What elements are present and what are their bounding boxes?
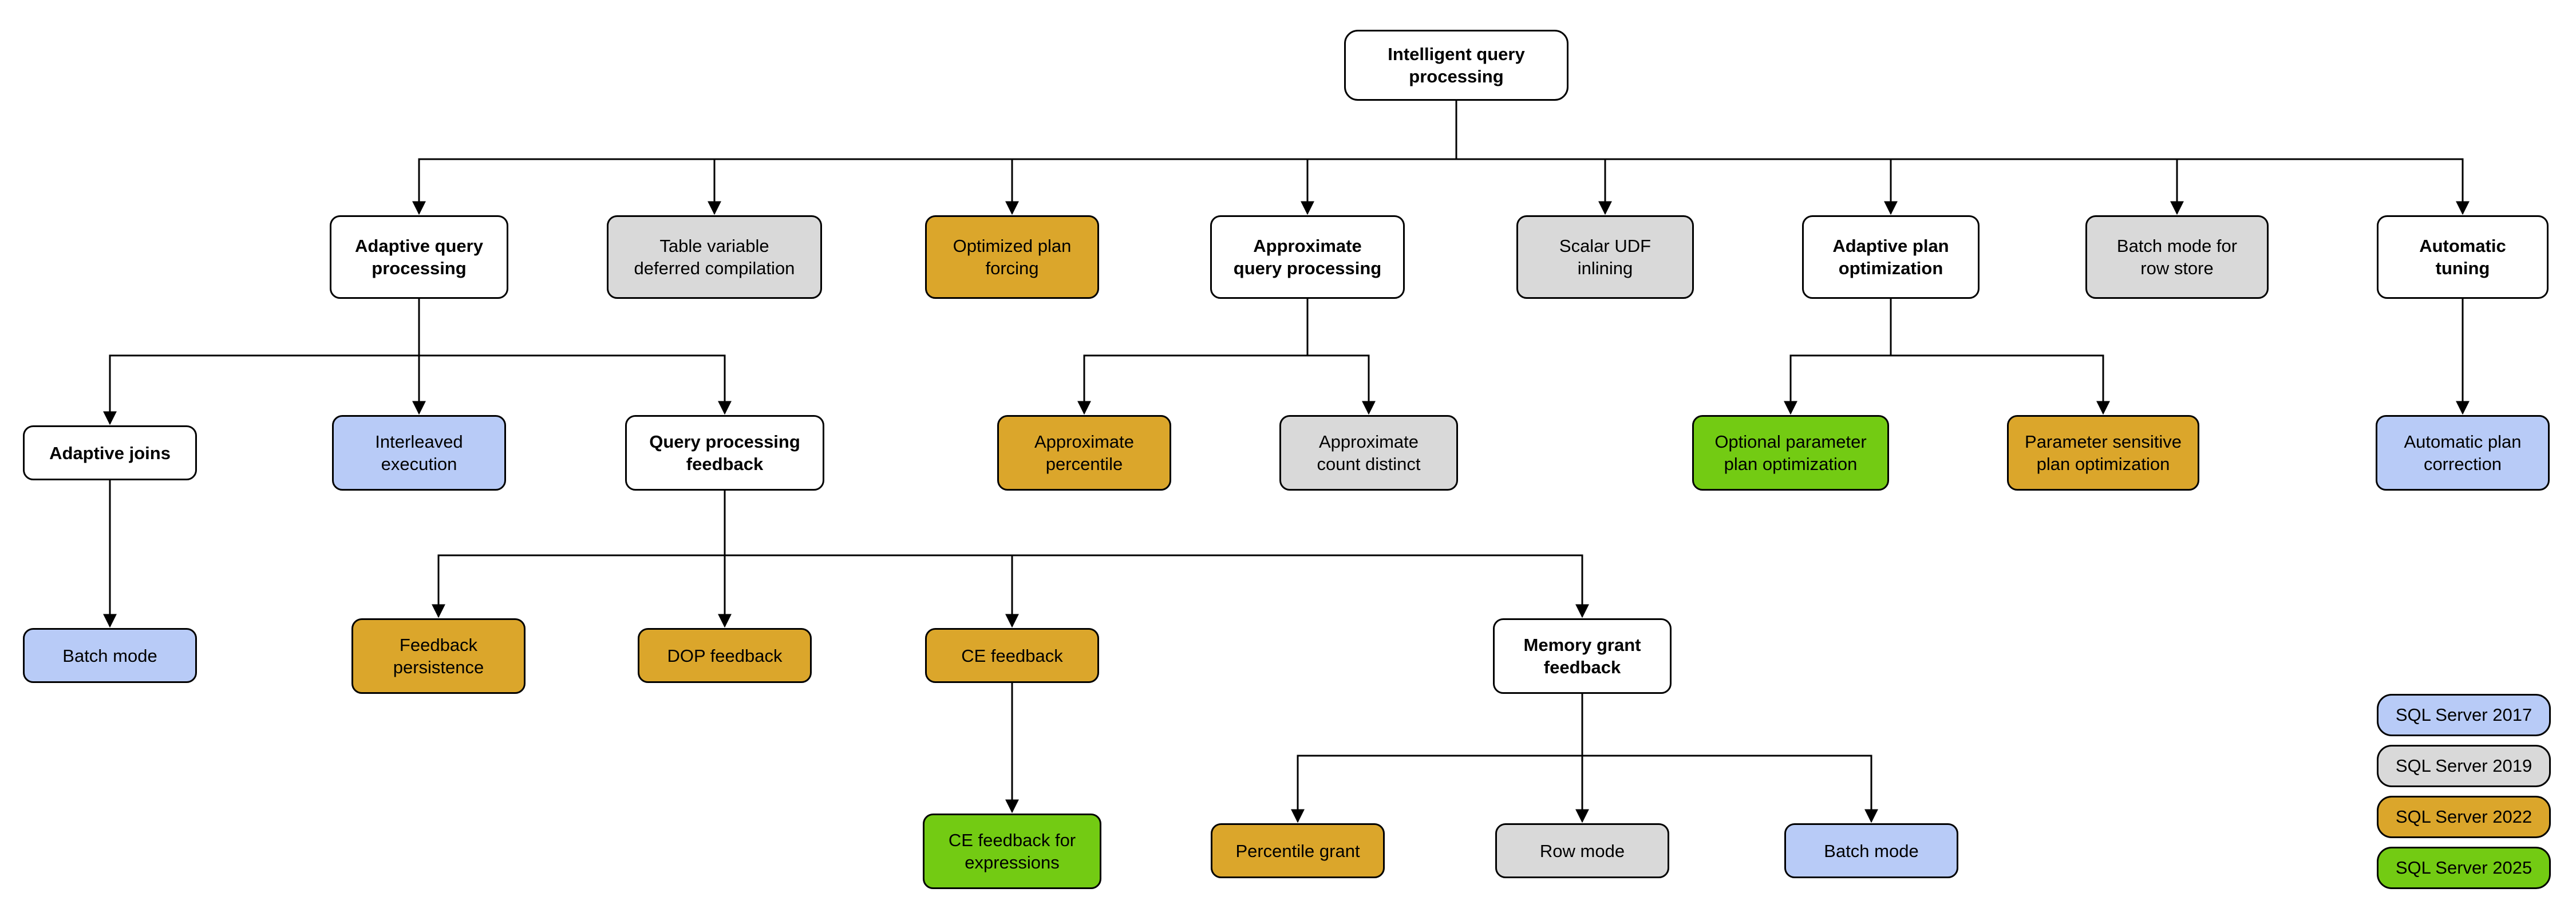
node-label: Approximate count distinct — [1317, 432, 1421, 474]
node-adaptive-query-processing: Adaptive query processing — [330, 215, 508, 299]
legend-label: SQL Server 2019 — [2395, 756, 2532, 776]
node-feedback-persistence: Feedback persistence — [351, 618, 526, 694]
edge-intelligent-query-processing-to-adaptive-query-processing — [412, 101, 1457, 215]
node-label: Optimized plan forcing — [953, 236, 1072, 278]
edge-intelligent-query-processing-to-automatic-tuning — [1455, 101, 2470, 215]
edge-approximate-query-processing-to-approximate-percentile — [1077, 299, 1309, 415]
node-label: Automatic tuning — [2419, 236, 2506, 278]
node-automatic-tuning: Automatic tuning — [2377, 215, 2549, 299]
node-label: Approximate percentile — [1034, 432, 1135, 474]
node-label: Batch mode for row store — [2116, 236, 2238, 278]
node-label: Row mode — [1539, 840, 1625, 861]
node-label: Batch mode — [1824, 840, 1919, 861]
node-label: Adaptive joins — [49, 443, 171, 463]
node-batch-mode-memory-grant: Batch mode — [1784, 823, 1958, 878]
node-label: Intelligent query processing — [1388, 44, 1525, 86]
edge-adaptive-query-processing-to-adaptive-joins — [103, 299, 420, 425]
edge-adaptive-plan-optimization-to-optional-parameter-plan-optimization — [1784, 299, 1892, 415]
node-label: Adaptive plan optimization — [1832, 236, 1949, 278]
edge-intelligent-query-processing-to-scalar-udf-inlining — [1455, 101, 1612, 215]
edge-intelligent-query-processing-to-approximate-query-processing — [1301, 101, 1457, 215]
node-percentile-grant: Percentile grant — [1211, 823, 1385, 878]
edge-adaptive-plan-optimization-to-parameter-sensitive-plan-optimization — [1890, 299, 2110, 415]
edge-intelligent-query-processing-to-batch-mode-for-row-store — [1455, 101, 2184, 215]
node-label: Parameter sensitive plan optimization — [2025, 432, 2182, 474]
node-label: DOP feedback — [667, 645, 783, 666]
legend-label: SQL Server 2022 — [2395, 807, 2532, 827]
legend-item-sql-server-2019: SQL Server 2019 — [2377, 745, 2551, 787]
edge-memory-grant-feedback-to-batch-mode-memory-grant — [1581, 694, 1878, 823]
node-approximate-query-processing: Approximate query processing — [1210, 215, 1405, 299]
node-batch-mode-adaptive-joins: Batch mode — [23, 628, 197, 683]
node-approximate-count-distinct: Approximate count distinct — [1279, 415, 1458, 491]
node-scalar-udf-inlining: Scalar UDF inlining — [1516, 215, 1694, 299]
edge-intelligent-query-processing-to-adaptive-plan-optimization — [1455, 101, 1898, 215]
edge-approximate-query-processing-to-approximate-count-distinct — [1306, 299, 1376, 415]
node-label: Adaptive query processing — [355, 236, 483, 278]
edge-intelligent-query-processing-to-optimized-plan-forcing — [1005, 101, 1457, 215]
edge-query-processing-feedback-to-feedback-persistence — [432, 491, 726, 618]
edge-adaptive-query-processing-to-query-processing-feedback — [418, 299, 732, 415]
node-table-variable-deferred-compilation: Table variable deferred compilation — [607, 215, 822, 299]
edge-intelligent-query-processing-to-table-variable-deferred-compilation — [708, 101, 1457, 215]
node-approximate-percentile: Approximate percentile — [997, 415, 1171, 491]
node-parameter-sensitive-plan-optimization: Parameter sensitive plan optimization — [2007, 415, 2199, 491]
node-intelligent-query-processing: Intelligent query processing — [1344, 30, 1568, 101]
node-label: Interleaved execution — [375, 432, 463, 474]
node-label: Scalar UDF inlining — [1559, 236, 1652, 278]
node-ce-feedback: CE feedback — [925, 628, 1099, 683]
node-optional-parameter-plan-optimization: Optional parameter plan optimization — [1692, 415, 1889, 491]
node-adaptive-plan-optimization: Adaptive plan optimization — [1802, 215, 1980, 299]
legend-label: SQL Server 2017 — [2395, 705, 2532, 725]
legend-item-sql-server-2022: SQL Server 2022 — [2377, 796, 2551, 838]
node-label: Query processing feedback — [649, 432, 800, 474]
node-label: CE feedback — [961, 645, 1063, 666]
node-label: Automatic plan correction — [2404, 432, 2522, 474]
node-label: Memory grant feedback — [1523, 635, 1641, 677]
node-label: Batch mode — [62, 645, 157, 666]
node-label: CE feedback for expressions — [948, 830, 1076, 872]
node-dop-feedback: DOP feedback — [638, 628, 812, 683]
node-label: Feedback persistence — [393, 635, 484, 677]
node-optimized-plan-forcing: Optimized plan forcing — [925, 215, 1099, 299]
legend-item-sql-server-2025: SQL Server 2025 — [2377, 847, 2551, 889]
legend-item-sql-server-2017: SQL Server 2017 — [2377, 694, 2551, 736]
node-automatic-plan-correction: Automatic plan correction — [2376, 415, 2550, 491]
legend-label: SQL Server 2025 — [2395, 858, 2532, 878]
node-query-processing-feedback: Query processing feedback — [625, 415, 824, 491]
edge-query-processing-feedback-to-memory-grant-feedback — [724, 491, 1589, 618]
node-memory-grant-feedback: Memory grant feedback — [1493, 618, 1672, 694]
node-batch-mode-for-row-store: Batch mode for row store — [2085, 215, 2269, 299]
node-interleaved-execution: Interleaved execution — [332, 415, 506, 491]
node-label: Percentile grant — [1235, 840, 1360, 861]
node-label: Optional parameter plan optimization — [1714, 432, 1867, 474]
node-ce-feedback-for-expressions: CE feedback for expressions — [923, 814, 1101, 889]
node-adaptive-joins: Adaptive joins — [23, 425, 197, 480]
node-label: Table variable deferred compilation — [634, 236, 795, 278]
edge-memory-grant-feedback-to-percentile-grant — [1291, 694, 1583, 823]
node-label: Approximate query processing — [1233, 236, 1382, 278]
edge-query-processing-feedback-to-ce-feedback — [724, 491, 1019, 628]
node-row-mode: Row mode — [1495, 823, 1669, 878]
